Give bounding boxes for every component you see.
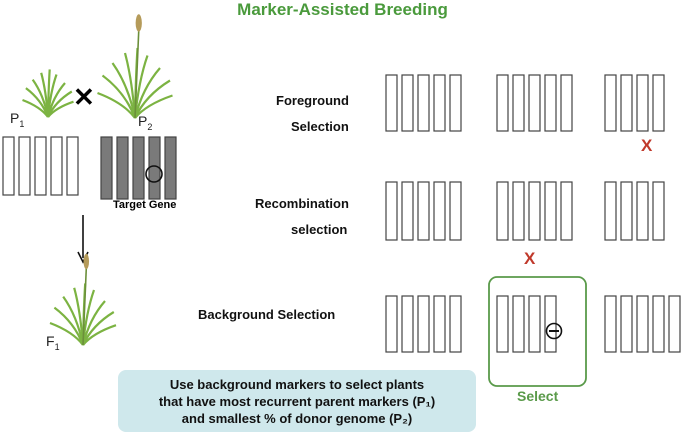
fg-c-chromosome xyxy=(620,74,633,132)
rc-b-chromosome xyxy=(512,181,525,241)
p2-plant-leaf xyxy=(134,94,173,119)
p2-plant-leaf xyxy=(97,91,136,119)
p2-chromosome xyxy=(132,136,145,200)
fg-c-chromosome xyxy=(636,74,649,132)
p2-chromosome xyxy=(100,136,113,200)
rc-c-chromosome xyxy=(604,181,617,241)
rc-c-chromosome xyxy=(636,181,649,241)
p1-chromosome xyxy=(50,136,63,196)
cross-symbol: ✕ xyxy=(73,82,95,112)
background-label: Background Selection xyxy=(198,307,336,322)
bg-c-chromosome xyxy=(652,295,665,353)
bg-c-chromosome xyxy=(620,295,633,353)
fg-a-chromosome xyxy=(449,74,462,132)
bg-a-chromosome xyxy=(385,295,398,353)
foreground-label-line1: Foreground xyxy=(276,93,349,108)
diagram-title: Marker-Assisted Breeding xyxy=(237,0,448,19)
p1-chromosome xyxy=(18,136,31,196)
p1-plant-leaf xyxy=(47,100,74,118)
fg-b-chromosome xyxy=(496,74,509,132)
bg-b-chromosome xyxy=(528,295,541,353)
f1-plant-seed-head xyxy=(83,253,90,270)
f1-plant-leaf xyxy=(82,324,117,346)
p1-label: P1 xyxy=(10,110,25,129)
select-box xyxy=(488,276,587,387)
recombination-label-line2: selection xyxy=(291,222,348,237)
selected-gene-marker xyxy=(545,322,563,340)
note-line-2: that have most recurrent parent markers … xyxy=(158,393,436,409)
reject-mark-recombination: X xyxy=(524,249,536,268)
p1-chromosome xyxy=(66,136,79,196)
fg-a-chromosome xyxy=(433,74,446,132)
p1-plant-leaf xyxy=(22,98,49,118)
f1-label: F1 xyxy=(46,333,60,352)
rc-a-chromosome xyxy=(401,181,414,241)
fg-c-chromosome xyxy=(604,74,617,132)
rc-a-chromosome xyxy=(449,181,462,241)
target-gene-marker xyxy=(145,165,163,183)
rc-b-chromosome xyxy=(560,181,573,241)
p2-plant-seed-head xyxy=(135,14,142,32)
reject-mark-foreground: X xyxy=(641,136,653,155)
target-gene-label: Target Gene xyxy=(113,199,177,211)
foreground-label-line2: Selection xyxy=(291,119,349,134)
rc-b-chromosome xyxy=(544,181,557,241)
bg-c-chromosome xyxy=(668,295,681,353)
bg-b-chromosome xyxy=(496,295,509,353)
rc-c-chromosome xyxy=(620,181,633,241)
select-label: Select xyxy=(517,388,559,404)
fg-b-chromosome xyxy=(512,74,525,132)
rc-a-chromosome xyxy=(433,181,446,241)
p2-label: P2 xyxy=(138,113,153,132)
rc-a-chromosome xyxy=(417,181,430,241)
info-note: Use background markers to select plants … xyxy=(118,370,476,432)
fg-a-chromosome xyxy=(417,74,430,132)
bg-c-chromosome xyxy=(604,295,617,353)
p2-plant-stem xyxy=(134,30,140,119)
fg-a-chromosome xyxy=(385,74,398,132)
bg-a-chromosome xyxy=(433,295,446,353)
f1-plant-stem xyxy=(82,267,88,346)
bg-a-chromosome xyxy=(417,295,430,353)
fg-b-chromosome xyxy=(528,74,541,132)
bg-c-chromosome xyxy=(636,295,649,353)
rc-a-chromosome xyxy=(385,181,398,241)
fg-a-chromosome xyxy=(401,74,414,132)
rc-b-chromosome xyxy=(528,181,541,241)
rc-b-chromosome xyxy=(496,181,509,241)
recombination-label-line1: Recombination xyxy=(255,196,349,211)
p1-chromosome xyxy=(34,136,47,196)
rc-c-chromosome xyxy=(652,181,665,241)
fg-c-chromosome xyxy=(652,74,665,132)
note-line-1: Use background markers to select plants xyxy=(169,376,425,392)
bg-b-chromosome xyxy=(512,295,525,353)
fg-b-chromosome xyxy=(544,74,557,132)
bg-a-chromosome xyxy=(401,295,414,353)
p2-chromosome xyxy=(164,136,177,200)
bg-a-chromosome xyxy=(449,295,462,353)
note-line-3: and smallest % of donor genome (P₂) xyxy=(181,410,413,426)
p1-chromosome xyxy=(2,136,15,196)
f1-plant-leaf xyxy=(49,321,84,346)
p2-chromosome xyxy=(116,136,129,200)
fg-b-chromosome xyxy=(560,74,573,132)
